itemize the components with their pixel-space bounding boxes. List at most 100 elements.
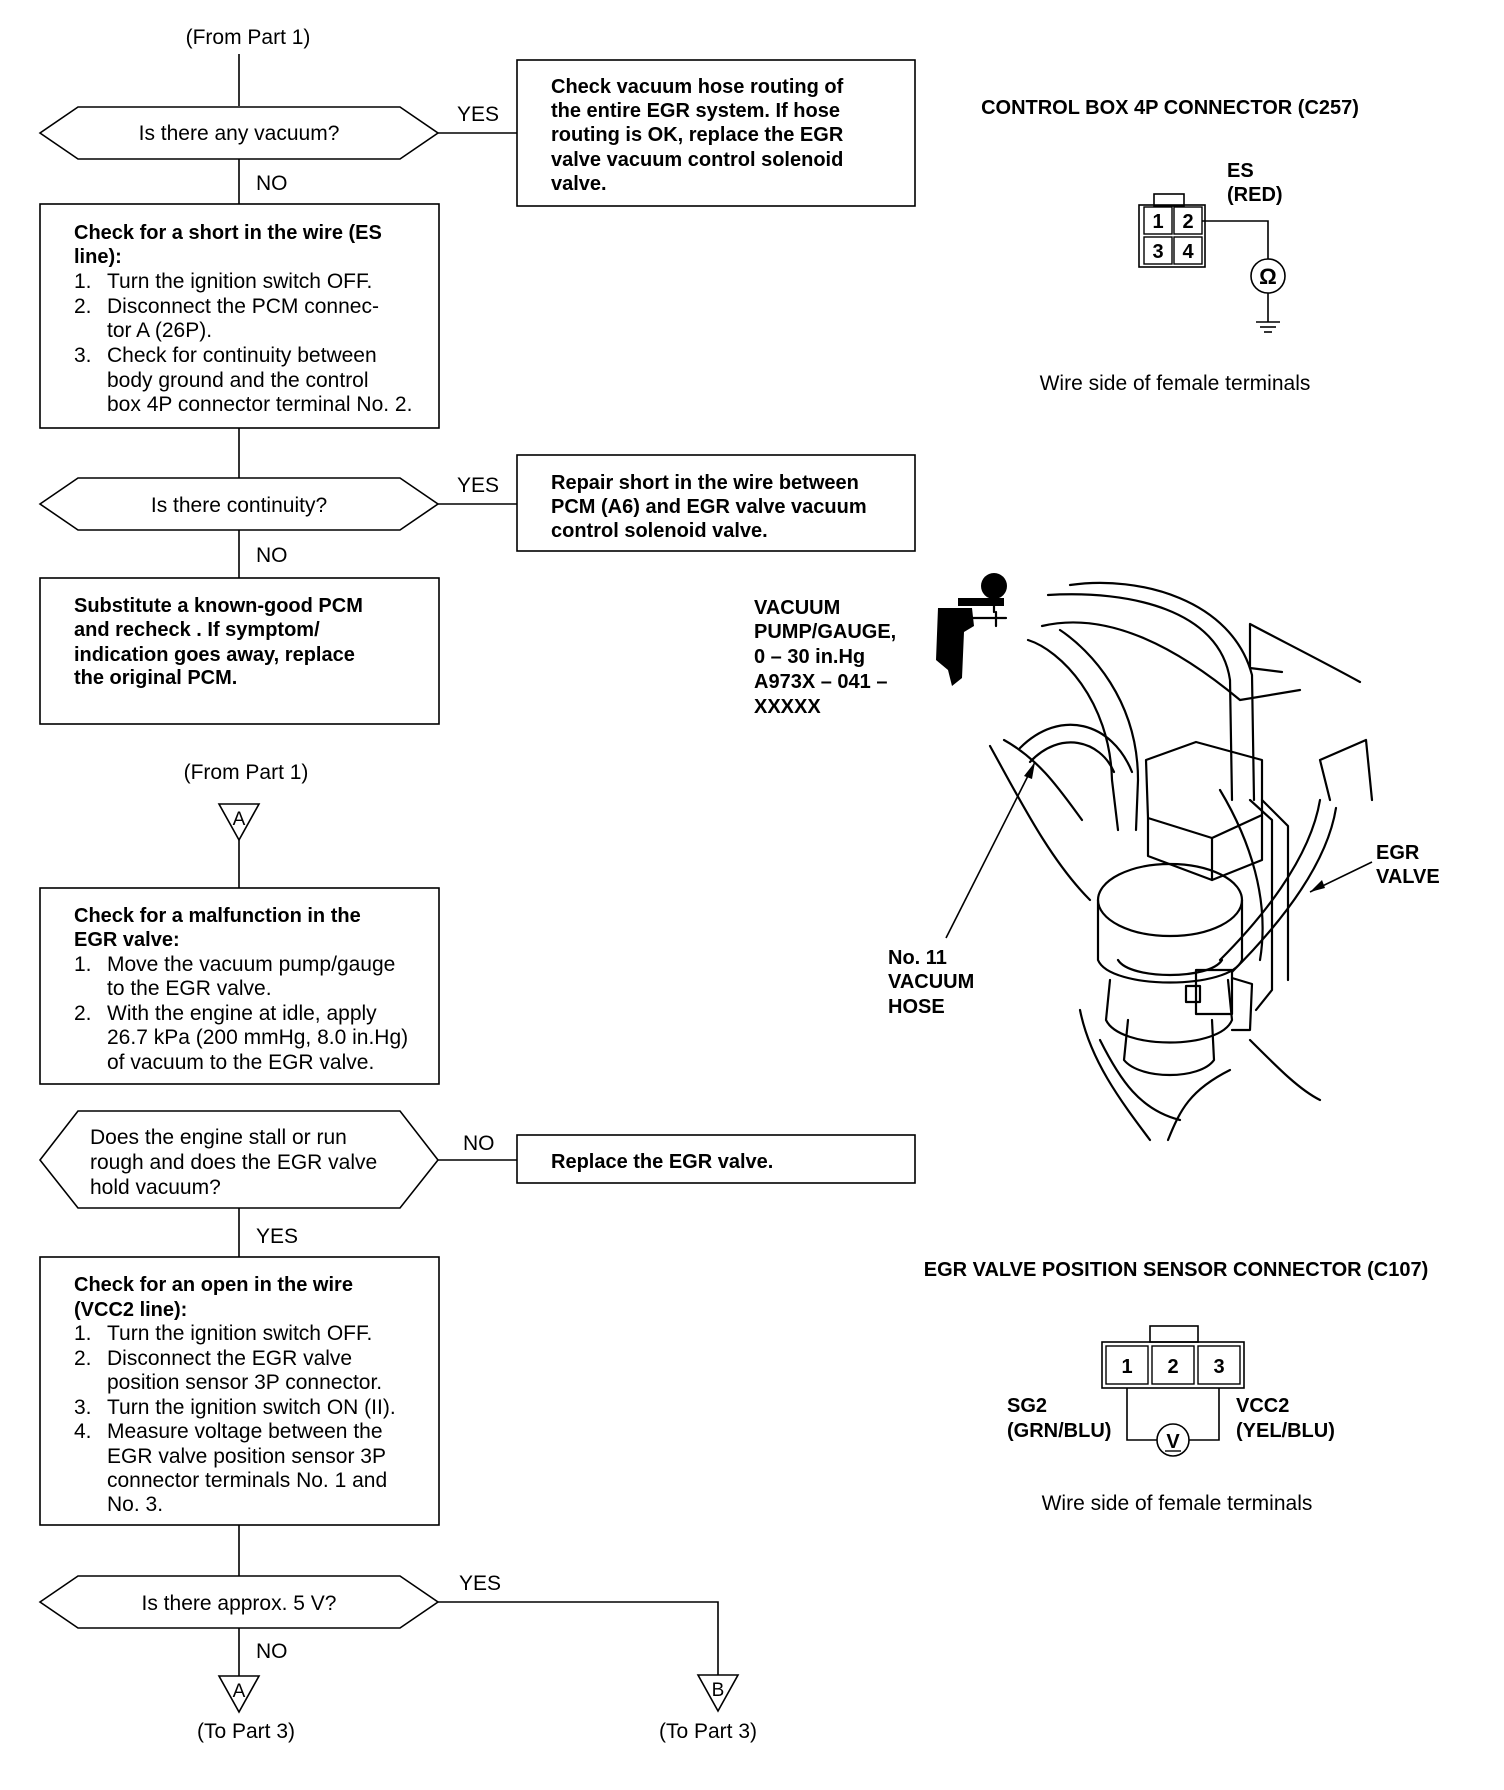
svg-text:3.: 3. xyxy=(74,1396,92,1419)
to-part3-b: (To Part 3) xyxy=(659,1720,757,1743)
egr-valve-label: EGR VALVE xyxy=(1376,842,1440,888)
svg-text:Does the engine stall or run: Does the engine stall or run xyxy=(90,1126,347,1149)
svg-text:body ground and the control: body ground and the control xyxy=(107,369,369,392)
svg-text:Disconnect the PCM connec-: Disconnect the PCM connec- xyxy=(107,295,379,318)
connector-b-out xyxy=(696,1674,740,1713)
svg-text:connector terminals No. 1 and: connector terminals No. 1 and xyxy=(107,1469,387,1492)
svg-text:Substitute a known-good PCM: Substitute a known-good PCM xyxy=(74,595,363,617)
svg-text:Check for a short in the wire: Check for a short in the wire (ES xyxy=(74,222,382,244)
c257-pin-1: 1 xyxy=(1152,211,1163,233)
c257-pin-4: 4 xyxy=(1182,241,1194,263)
svg-text:Check for a malfunction in the: Check for a malfunction in the xyxy=(74,905,361,927)
step-check-open-vcc2-text: Check for an open in the wire (VCC2 line… xyxy=(74,1274,396,1516)
svg-text:2.: 2. xyxy=(74,1002,92,1025)
voltmeter-icon xyxy=(1156,1423,1190,1457)
decision-approx-5v-text: Is there approx. 5 V? xyxy=(142,1592,337,1615)
svg-text:tor A (26P).: tor A (26P). xyxy=(107,319,212,342)
q3-yes-label: YES xyxy=(256,1225,298,1248)
c107-probe-wire-right xyxy=(1189,1388,1220,1441)
svg-text:EGR valve position sensor 3P: EGR valve position sensor 3P xyxy=(107,1445,386,1468)
q4-yes-label: YES xyxy=(459,1572,501,1595)
svg-text:No. 11: No. 11 xyxy=(888,947,947,969)
c107-title: EGR VALVE POSITION SENSOR CONNECTOR (C10… xyxy=(924,1259,1429,1281)
svg-text:(GRN/BLU): (GRN/BLU) xyxy=(1007,1420,1111,1442)
connector-a-in xyxy=(217,803,261,842)
svg-text:PCM (A6) and EGR valve vacuum: PCM (A6) and EGR valve vacuum xyxy=(551,496,867,518)
svg-text:With the engine at idle, apply: With the engine at idle, apply xyxy=(107,1002,377,1025)
svg-text:valve vacuum control solenoid: valve vacuum control solenoid xyxy=(551,149,843,171)
result-repair-short xyxy=(516,454,916,552)
connector-a-in-letter: A xyxy=(233,809,246,830)
svg-text:2.: 2. xyxy=(74,1347,92,1370)
ohmmeter-symbol: Ω xyxy=(1259,264,1277,289)
q3-no-label: NO xyxy=(463,1132,495,1155)
result-check-hose-routing-text: Check vacuum hose routing of the entire … xyxy=(551,76,844,195)
svg-text:Check for continuity between: Check for continuity between xyxy=(107,344,377,367)
q4-yes-line xyxy=(438,1601,719,1675)
svg-text:and recheck . If symptom/: and recheck . If symptom/ xyxy=(74,619,320,641)
decision-vacuum-text: Is there any vacuum? xyxy=(139,122,340,145)
c107-pin-3: 3 xyxy=(1213,1356,1224,1378)
svg-text:1.: 1. xyxy=(74,953,92,976)
c257-es-label: ES xyxy=(1227,160,1254,182)
svg-text:VACUUM: VACUUM xyxy=(754,597,840,619)
c107-pin-1: 1 xyxy=(1121,1356,1132,1378)
voltmeter-symbol: V xyxy=(1166,1431,1180,1453)
svg-text:(VCC2 line):: (VCC2 line): xyxy=(74,1299,187,1321)
from-part1-top: (From Part 1) xyxy=(186,26,311,49)
result-check-hose-routing xyxy=(516,59,916,207)
q1-no-label: NO xyxy=(256,172,288,195)
svg-text:Repair short in the wire betwe: Repair short in the wire between xyxy=(551,472,859,494)
svg-text:valve.: valve. xyxy=(551,173,607,195)
svg-text:SG2: SG2 xyxy=(1007,1395,1047,1417)
svg-text:Check for an open in the wire: Check for an open in the wire xyxy=(74,1274,353,1296)
svg-text:VACUUM: VACUUM xyxy=(888,971,974,993)
svg-text:Measure voltage between the: Measure voltage between the xyxy=(107,1420,383,1443)
svg-text:3.: 3. xyxy=(74,344,92,367)
c107-connector: 1 2 3 xyxy=(1101,1325,1245,1389)
svg-text:Disconnect the EGR valve: Disconnect the EGR valve xyxy=(107,1347,352,1370)
vacuum-pump-label: VACUUM PUMP/GAUGE, 0 – 30 in.Hg A973X – … xyxy=(754,597,896,718)
step-check-short-es-line-text: Check for a short in the wire (ES line):… xyxy=(74,222,412,416)
svg-text:hold vacuum?: hold vacuum? xyxy=(90,1176,221,1199)
svg-text:1.: 1. xyxy=(74,1322,92,1345)
svg-text:EGR: EGR xyxy=(1376,842,1420,864)
svg-text:PUMP/GAUGE,: PUMP/GAUGE, xyxy=(754,621,896,643)
result-replace-egr-valve xyxy=(516,1134,916,1184)
sg2-label: SG2 (GRN/BLU) xyxy=(1007,1395,1111,1442)
c257-probe-wire xyxy=(1202,220,1269,259)
svg-text:VCC2: VCC2 xyxy=(1236,1395,1289,1417)
svg-text:26.7 kPa (200 mmHg, 8.0 in.Hg): 26.7 kPa (200 mmHg, 8.0 in.Hg) xyxy=(107,1026,408,1049)
step-check-egr-valve-text: Check for a malfunction in the EGR valve… xyxy=(74,905,408,1074)
connector-a-out xyxy=(217,1675,261,1714)
c257-pin-2: 2 xyxy=(1182,211,1193,233)
vacuum-hose-label: No. 11 VACUUM HOSE xyxy=(888,947,974,1018)
svg-text:Move the vacuum pump/gauge: Move the vacuum pump/gauge xyxy=(107,953,395,976)
svg-text:box 4P connector terminal No.: box 4P connector terminal No. 2. xyxy=(107,393,412,416)
vacuum-pump-gauge-icon xyxy=(936,573,1008,686)
result-replace-egr-valve-text: Replace the EGR valve. xyxy=(551,1151,773,1173)
svg-text:A973X – 041 –: A973X – 041 – xyxy=(754,671,887,693)
svg-text:Turn the ignition switch OFF.: Turn the ignition switch OFF. xyxy=(107,270,372,293)
svg-text:1.: 1. xyxy=(74,270,92,293)
q1-yes-label: YES xyxy=(457,103,499,126)
svg-text:routing is OK, replace the EGR: routing is OK, replace the EGR xyxy=(551,124,844,146)
step-check-egr-valve xyxy=(39,887,440,1085)
svg-text:control solenoid valve.: control solenoid valve. xyxy=(551,520,768,542)
from-part1-mid: (From Part 1) xyxy=(184,761,309,784)
svg-text:XXXXX: XXXXX xyxy=(754,696,821,718)
q2-yes-label: YES xyxy=(457,474,499,497)
svg-text:4.: 4. xyxy=(74,1420,92,1443)
svg-text:rough and does the EGR valve: rough and does the EGR valve xyxy=(90,1151,377,1174)
svg-text:No. 3.: No. 3. xyxy=(107,1493,163,1516)
step-substitute-pcm xyxy=(39,577,440,725)
q2-no-label: NO xyxy=(256,544,288,567)
svg-text:(YEL/BLU): (YEL/BLU) xyxy=(1236,1420,1335,1442)
decision-engine-stall-text: Does the engine stall or run rough and d… xyxy=(90,1126,377,1199)
to-part3-a: (To Part 3) xyxy=(197,1720,295,1743)
svg-text:Check vacuum hose routing of: Check vacuum hose routing of xyxy=(551,76,844,98)
svg-text:Turn the ignition switch OFF.: Turn the ignition switch OFF. xyxy=(107,1322,372,1345)
vcc2-label: VCC2 (YEL/BLU) xyxy=(1236,1395,1335,1442)
svg-text:of vacuum to the EGR valve.: of vacuum to the EGR valve. xyxy=(107,1051,374,1074)
